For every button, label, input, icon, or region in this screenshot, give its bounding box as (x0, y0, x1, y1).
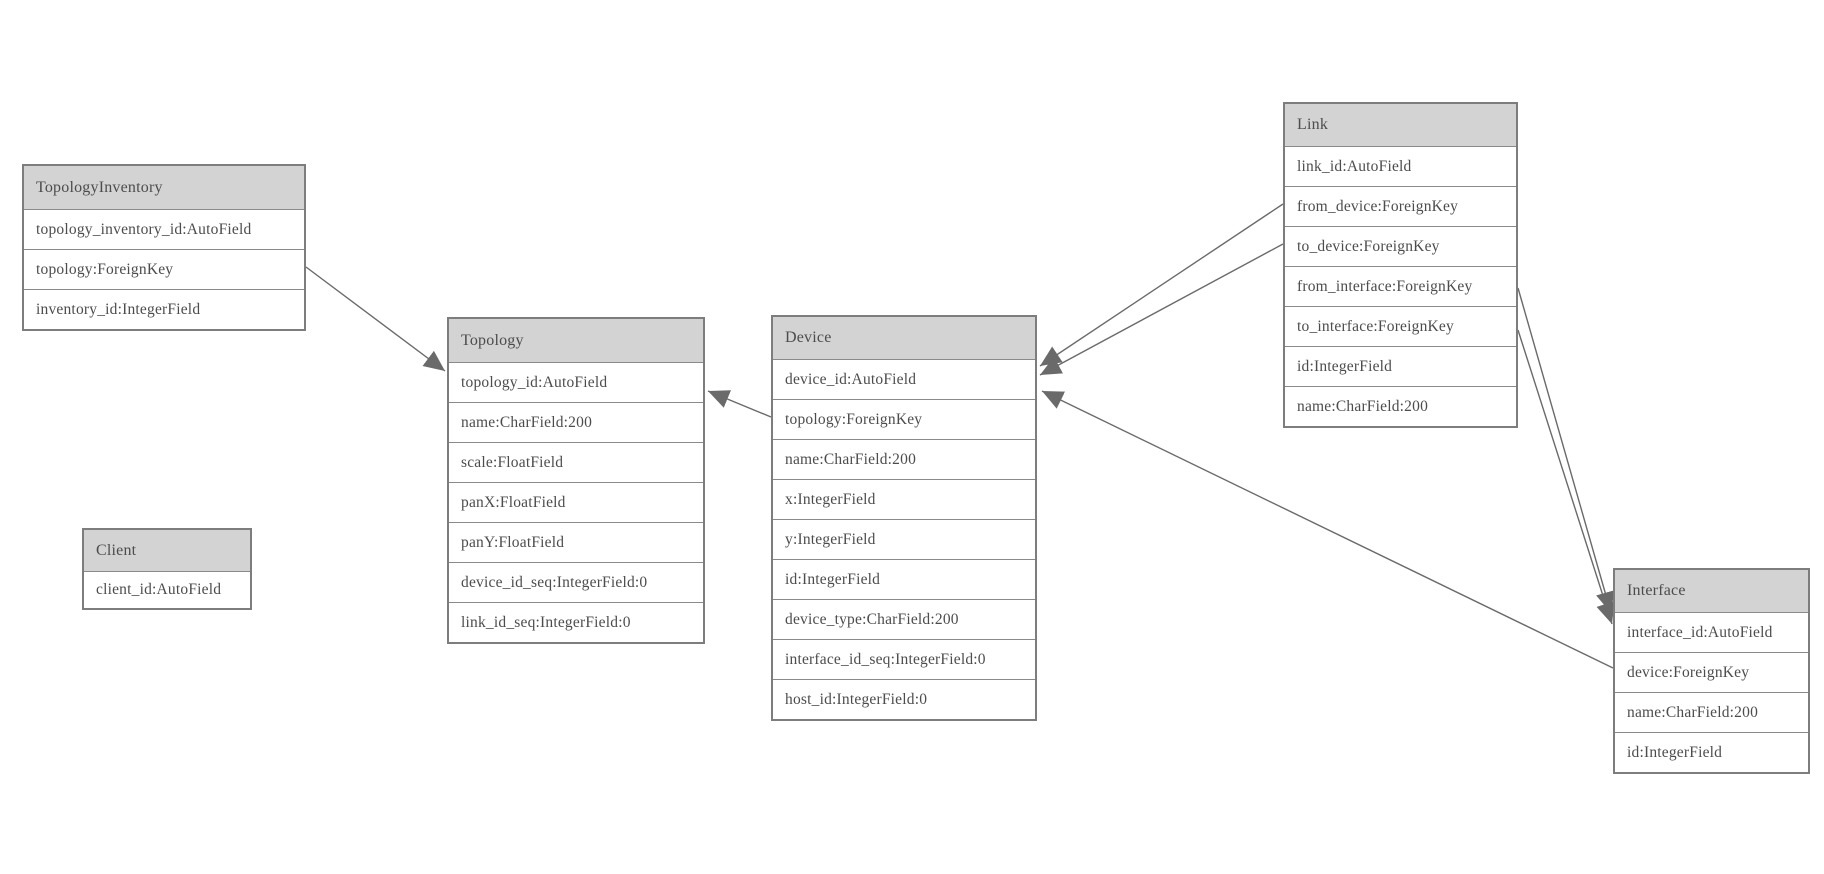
edge-link-to_device-to-device-device_id (1039, 243, 1284, 376)
entity-topology-field-name: name:CharField:200 (449, 402, 703, 442)
entity-device-field-device_id: device_id:AutoField (773, 359, 1035, 399)
entity-topology-field-panY: panY:FloatField (449, 522, 703, 562)
entity-topologyinventory-field-topology: topology:ForeignKey (24, 249, 304, 289)
entity-device-field-topology: topology:ForeignKey (773, 399, 1035, 439)
edge-topologyinventory-topology-to-topology-topology_id (305, 266, 446, 372)
entity-topologyinventory-field-topology_inventory_id: topology_inventory_id:AutoField (24, 209, 304, 249)
entity-interface-field-name: name:CharField:200 (1615, 692, 1808, 732)
entity-device-field-interface_id_seq: interface_id_seq:IntegerField:0 (773, 639, 1035, 679)
edge-device-topology-to-topology-topology_id (707, 390, 772, 418)
entity-link-field-from_interface: from_interface:ForeignKey (1285, 266, 1516, 306)
entity-client-title: Client (84, 530, 250, 571)
entity-topology-field-device_id_seq: device_id_seq:IntegerField:0 (449, 562, 703, 602)
entity-link-field-from_device: from_device:ForeignKey (1285, 186, 1516, 226)
entity-interface-field-device: device:ForeignKey (1615, 652, 1808, 692)
entity-link-title: Link (1285, 104, 1516, 146)
entity-topology-title: Topology (449, 319, 703, 362)
entity-topology-field-link_id_seq: link_id_seq:IntegerField:0 (449, 602, 703, 642)
entity-link-field-to_interface: to_interface:ForeignKey (1285, 306, 1516, 346)
entity-link-field-link_id: link_id:AutoField (1285, 146, 1516, 186)
entity-device-field-name: name:CharField:200 (773, 439, 1035, 479)
entity-topology-field-scale: scale:FloatField (449, 442, 703, 482)
entity-device-field-id: id:IntegerField (773, 559, 1035, 599)
edge-link-to_interface-to-interface-interface_id (1517, 329, 1615, 625)
entity-interface-title: Interface (1615, 570, 1808, 612)
entity-interface-field-interface_id: interface_id:AutoField (1615, 612, 1808, 652)
entity-topologyinventory-title: TopologyInventory (24, 166, 304, 209)
entity-topology-field-topology_id: topology_id:AutoField (449, 362, 703, 402)
entity-device-title: Device (773, 317, 1035, 359)
entity-device-field-host_id: host_id:IntegerField:0 (773, 679, 1035, 719)
edge-link-from_device-to-device-device_id (1039, 203, 1284, 367)
edge-link-from_interface-to-interface-interface_id (1517, 287, 1615, 614)
entity-interface-field-id: id:IntegerField (1615, 732, 1808, 772)
entity-link-field-name: name:CharField:200 (1285, 386, 1516, 426)
entity-device-field-x: x:IntegerField (773, 479, 1035, 519)
entity-client-field-client_id: client_id:AutoField (84, 571, 250, 608)
entity-topologyinventory-field-inventory_id: inventory_id:IntegerField (24, 289, 304, 329)
entity-link-field-id: id:IntegerField (1285, 346, 1516, 386)
edge-interface-device-to-device-device_id (1041, 390, 1614, 669)
entity-device-field-device_type: device_type:CharField:200 (773, 599, 1035, 639)
entity-topology-field-panX: panX:FloatField (449, 482, 703, 522)
entity-device-field-y: y:IntegerField (773, 519, 1035, 559)
entity-link-field-to_device: to_device:ForeignKey (1285, 226, 1516, 266)
